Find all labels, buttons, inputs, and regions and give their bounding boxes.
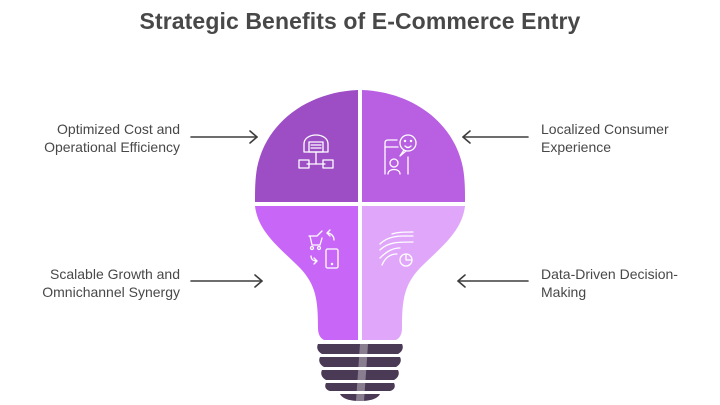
label-optimized-cost: Optimized Cost and Operational Efficienc… [0, 120, 180, 156]
arrow-right-icon [190, 274, 263, 288]
bulb-base [317, 344, 403, 401]
label-line: Optimized Cost and [57, 121, 180, 137]
label-line: Experience [541, 139, 612, 155]
label-line: Localized Consumer [541, 121, 669, 137]
quadrant-top-left [255, 90, 358, 202]
label-localized-consumer: Localized Consumer Experience [541, 120, 720, 156]
arrow-right-icon [190, 130, 258, 144]
label-line: Making [541, 284, 587, 300]
arrow-left-icon [462, 130, 529, 144]
label-line: Omnichannel Synergy [42, 284, 180, 300]
warehouse-network-icon [298, 134, 334, 169]
quadrant-bottom-right [362, 206, 465, 340]
quadrant-top-right [362, 90, 465, 202]
label-data-driven: Data-Driven Decision- Making [541, 265, 720, 301]
cart-mobile-sync-icon [308, 229, 339, 269]
page-title: Strategic Benefits of E-Commerce Entry [139, 8, 581, 34]
data-flow-chart-icon [379, 231, 414, 267]
arrow-left-icon [457, 274, 529, 288]
label-line: Data-Driven Decision- [541, 266, 678, 282]
label-line: Operational Efficiency [44, 139, 180, 155]
mobile-chat-user-icon [384, 134, 417, 175]
label-line: Scalable Growth and [50, 266, 180, 282]
quadrant-bottom-left [255, 206, 358, 340]
label-scalable-growth: Scalable Growth and Omnichannel Synergy [0, 265, 180, 301]
